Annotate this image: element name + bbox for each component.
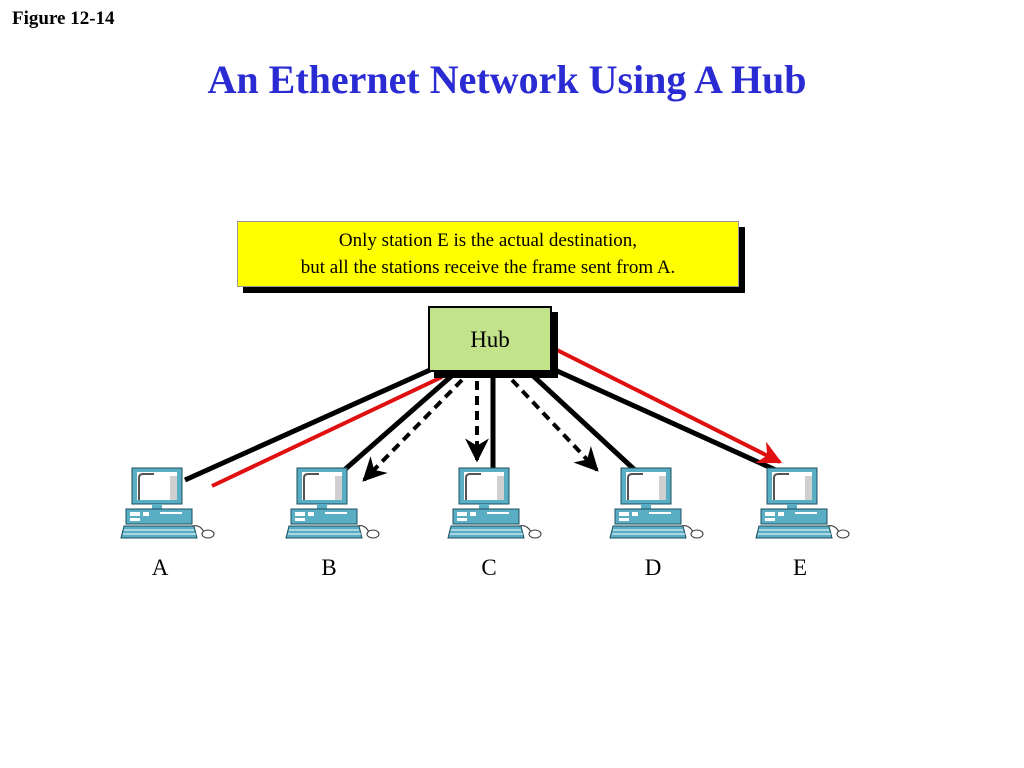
note-box: Only station E is the actual destination… (237, 221, 739, 287)
page-title: An Ethernet Network Using A Hub (207, 57, 807, 102)
note-line-1: Only station E is the actual destination… (338, 230, 638, 251)
frame-path-to-e (556, 348, 783, 464)
figure-label: Figure 12-14 (12, 8, 115, 29)
cable-e (553, 367, 782, 475)
computer-icon-c (447, 467, 542, 539)
computer-icon-d (609, 467, 704, 539)
computer-icon-e (755, 467, 850, 539)
station-label-e: E (792, 555, 808, 580)
station-label-a: A (151, 555, 169, 580)
station-label-c: C (481, 555, 497, 580)
note-line-2: but all the stations receive the frame s… (300, 257, 676, 278)
cable-a (183, 367, 432, 483)
station-label-d: D (644, 555, 662, 580)
station-label-b: B (321, 555, 337, 580)
frame-path-from-a (211, 375, 443, 488)
hub-label: Hub (470, 327, 510, 352)
cable-d (528, 371, 639, 474)
frame-copy-to-b (362, 378, 464, 482)
frame-copy-to-d (510, 378, 599, 472)
computer-icon-a (120, 467, 215, 539)
hub-box: Hub (428, 306, 552, 372)
cable-b (340, 371, 457, 474)
